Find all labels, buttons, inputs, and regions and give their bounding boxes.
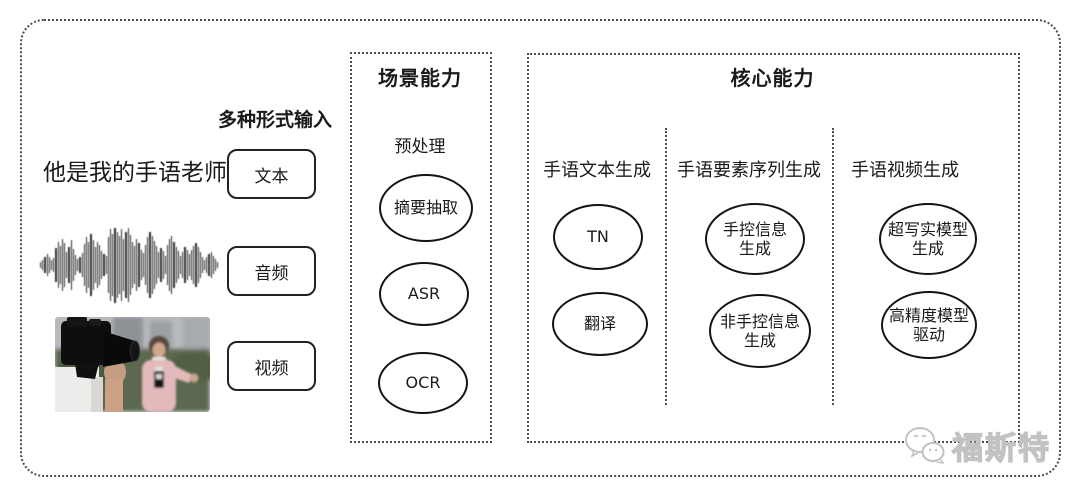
node-hyperrealistic-model-generation: 超写实模型 生成 — [879, 203, 977, 275]
node-label: 非手控信息 生成 — [719, 311, 800, 350]
core-box-title: 核心能力 — [730, 66, 815, 90]
preprocess-label: 预处理 — [394, 137, 446, 157]
node-label: TN — [587, 227, 609, 247]
column-separator — [665, 128, 667, 405]
input-type-label-video: 视频 — [254, 358, 289, 379]
reporter-photo-illustration — [55, 317, 210, 412]
input-type-box-video: 视频 — [227, 341, 316, 391]
column-header-sign-element-sequence-generation: 手语要素序列生成 — [677, 160, 821, 181]
node-summary-extraction: 摘要抽取 — [379, 174, 473, 242]
node-nonmanual-info-generation: 非手控信息 生成 — [709, 294, 811, 368]
watermark: 福斯特 — [902, 422, 1051, 468]
input-type-label-audio: 音频 — [254, 263, 289, 284]
scene-capability-box — [350, 52, 492, 443]
node-label: 摘要抽取 — [393, 198, 458, 218]
node-label: 超写实模型 生成 — [887, 219, 968, 258]
scene-box-title: 场景能力 — [378, 66, 462, 90]
node-tn: TN — [553, 204, 643, 270]
camera-silhouette — [55, 317, 140, 412]
inputs-section-header: 多种形式输入 — [218, 109, 333, 131]
node-label: 手控信息 生成 — [722, 219, 787, 258]
watermark-text: 福斯特 — [951, 430, 1051, 467]
node-asr: ASR — [379, 262, 469, 326]
input-type-label-text: 文本 — [254, 166, 289, 187]
column-separator — [832, 128, 834, 405]
column-header-sign-text-generation: 手语文本生成 — [543, 160, 651, 181]
node-label: OCR — [405, 373, 441, 393]
node-label: ASR — [407, 284, 441, 304]
node-label: 高精度模型 驱动 — [888, 305, 969, 344]
input-type-box-text: 文本 — [227, 149, 316, 199]
node-translation: 翻译 — [552, 292, 648, 356]
node-high-precision-model-driving: 高精度模型 驱动 — [881, 291, 977, 359]
input-type-box-audio: 音频 — [227, 246, 316, 296]
column-header-sign-video-generation: 手语视频生成 — [851, 160, 959, 181]
outer-dotted-border — [20, 19, 1061, 477]
wechat-icon — [905, 427, 945, 464]
sample-sentence-text: 他是我的手语老师 — [43, 160, 227, 186]
reporter-video-thumbnail — [55, 317, 210, 412]
node-label: 翻译 — [583, 314, 616, 334]
node-manual-info-generation: 手控信息 生成 — [705, 203, 805, 275]
core-capability-box — [527, 53, 1020, 443]
node-ocr: OCR — [378, 352, 468, 414]
audio-waveform-icon — [40, 227, 219, 303]
